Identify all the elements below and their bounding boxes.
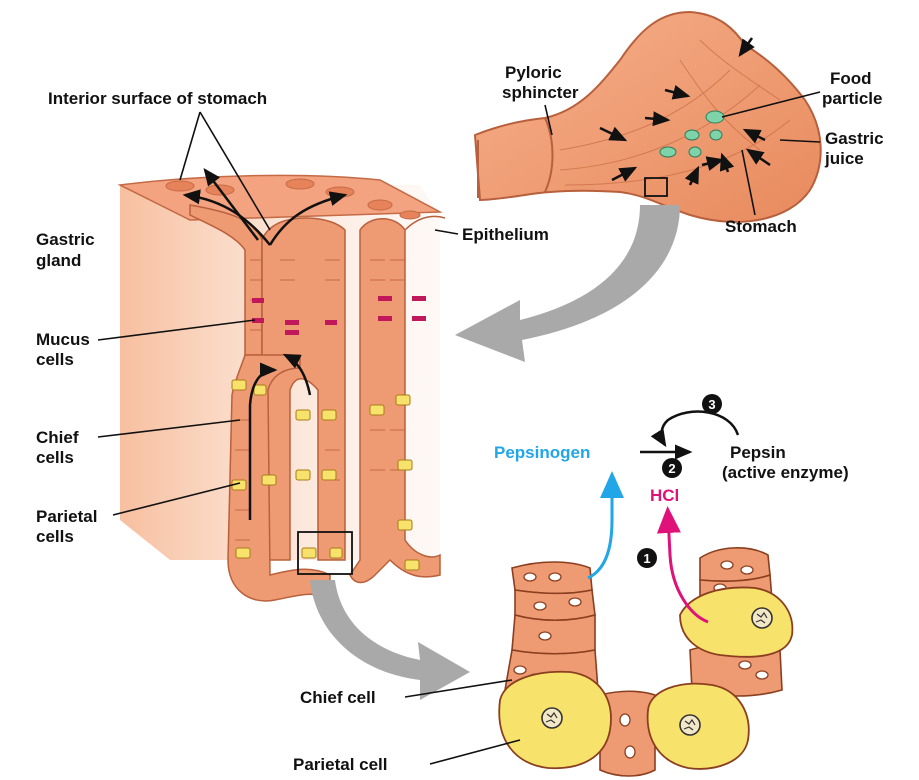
label-pyloric-2: sphincter xyxy=(502,83,579,102)
label-active-enzyme: (active enzyme) xyxy=(722,463,849,482)
leader-interior-1 xyxy=(180,112,200,180)
label-food-1: Food xyxy=(830,69,872,88)
step-3-number: 3 xyxy=(708,397,715,412)
label-hcl: HCl xyxy=(650,486,679,505)
label-pepsinogen: Pepsinogen xyxy=(494,443,590,462)
label-food-2: particle xyxy=(822,89,882,108)
label-chief-2: cells xyxy=(36,448,74,467)
label-mucus-2: cells xyxy=(36,350,74,369)
label-pepsin: Pepsin xyxy=(730,443,786,462)
label-stomach: Stomach xyxy=(725,217,797,236)
step-2-number: 2 xyxy=(668,461,675,476)
label-gastric-juice-1: Gastric xyxy=(825,129,884,148)
label-mucus-1: Mucus xyxy=(36,330,90,349)
label-parietal-2: cells xyxy=(36,527,74,546)
label-gastric-gland-2: gland xyxy=(36,251,81,270)
leader-parietal-cell xyxy=(430,740,520,764)
magnify-arrow-bottom xyxy=(310,580,470,700)
label-gastric-juice-2: juice xyxy=(824,149,864,168)
label-parietal-cell: Parietal cell xyxy=(293,755,388,774)
pepsinogen-arrow xyxy=(588,480,612,578)
label-epithelium: Epithelium xyxy=(462,225,549,244)
label-parietal-1: Parietal xyxy=(36,507,97,526)
label-chief-cell: Chief cell xyxy=(300,688,376,707)
gastric-gland-block xyxy=(120,170,445,601)
label-chief-1: Chief xyxy=(36,428,79,447)
label-pyloric-1: Pyloric xyxy=(505,63,562,82)
step-1-number: 1 xyxy=(643,551,650,566)
cell-detail xyxy=(499,548,792,776)
label-interior-surface: Interior surface of stomach xyxy=(48,89,267,108)
label-gastric-gland-1: Gastric xyxy=(36,230,95,249)
stomach-illustration xyxy=(475,12,821,222)
autocatalysis-arrow xyxy=(662,412,738,445)
